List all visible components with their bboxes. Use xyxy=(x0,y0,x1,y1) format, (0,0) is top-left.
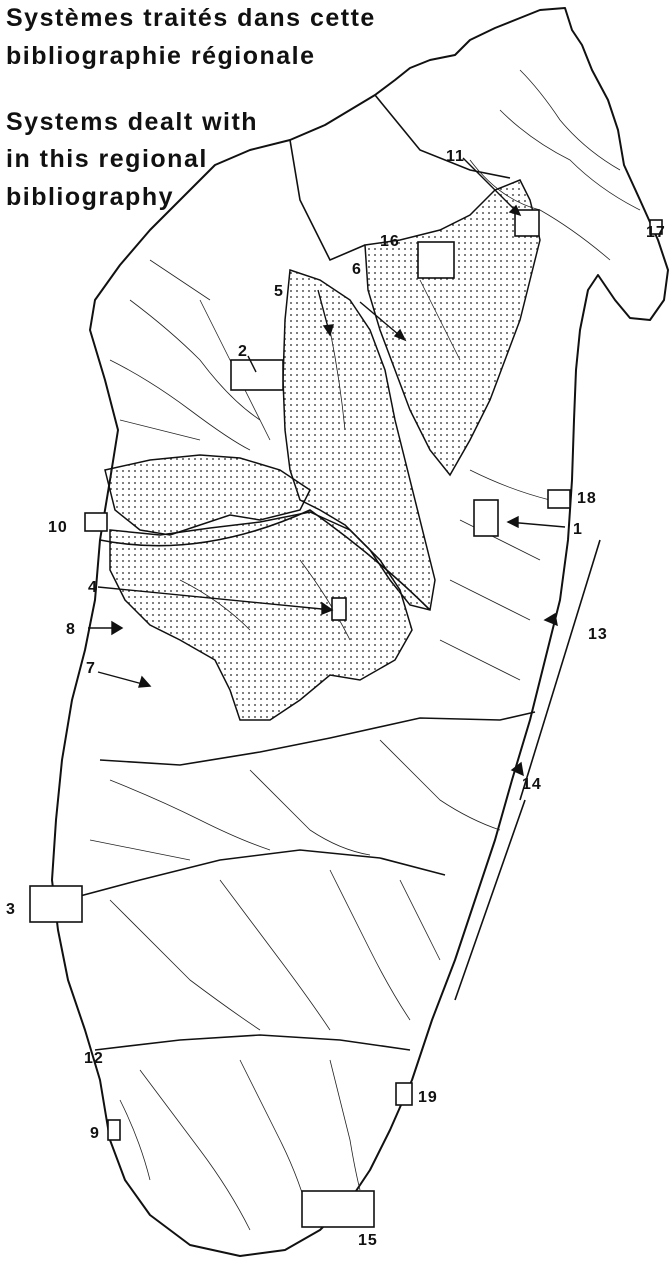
label-12: 12 xyxy=(84,1050,104,1067)
label-14: 14 xyxy=(522,776,542,793)
label-13: 13 xyxy=(588,626,608,643)
label-15: 15 xyxy=(358,1232,378,1249)
label-18: 18 xyxy=(577,490,597,507)
label-7: 7 xyxy=(86,660,96,677)
label-19: 19 xyxy=(418,1089,438,1106)
label-17: 17 xyxy=(646,224,666,241)
label-3: 3 xyxy=(6,901,16,918)
title-en-line-3: bibliography xyxy=(6,183,174,211)
label-6: 6 xyxy=(352,261,362,278)
title-fr-line-1: Systèmes traités dans cette xyxy=(6,4,376,32)
label-4: 4 xyxy=(88,579,98,596)
leader-lines xyxy=(88,157,566,777)
label-2: 2 xyxy=(238,343,248,360)
title-en-line-1: Systems dealt with xyxy=(6,108,259,136)
label-1: 1 xyxy=(573,521,583,538)
dotted-region-7 xyxy=(109,511,413,721)
study-area-boxes xyxy=(29,209,663,1228)
label-9: 9 xyxy=(90,1125,100,1142)
river-network xyxy=(89,69,641,1231)
label-11: 11 xyxy=(446,148,465,165)
title-fr-line-2: bibliographie régionale xyxy=(6,42,316,70)
east-coast-brackets xyxy=(454,539,601,1001)
dotted-region-6 xyxy=(364,179,541,477)
label-8: 8 xyxy=(66,621,76,638)
watershed-boundaries xyxy=(64,94,536,1051)
title-en-line-2: in this regional xyxy=(6,145,208,173)
dotted-region-8 xyxy=(104,454,311,536)
dotted-region-5 xyxy=(282,268,436,611)
map-labels: 1 2 3 4 5 6 7 8 9 10 11 12 13 14 15 16 1… xyxy=(6,148,666,1249)
label-16: 16 xyxy=(380,233,400,250)
label-5: 5 xyxy=(274,283,284,300)
label-10: 10 xyxy=(48,519,68,536)
